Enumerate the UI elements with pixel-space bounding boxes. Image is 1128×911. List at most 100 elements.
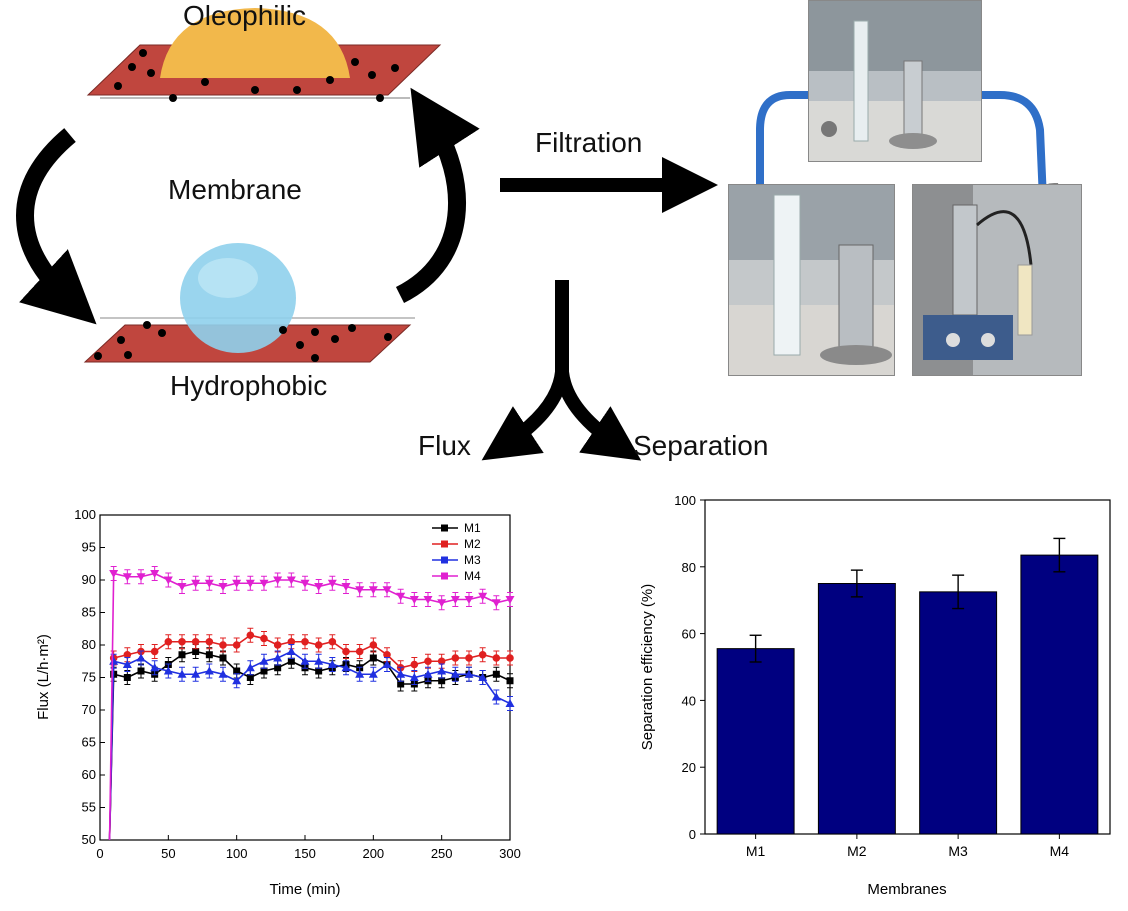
flux-point-M1 <box>260 667 268 675</box>
flux-point-M3 <box>314 656 324 665</box>
fork-arrow-icon <box>481 280 642 461</box>
flux-point-M1 <box>246 674 254 681</box>
flux-x-tick-label: 200 <box>362 846 384 861</box>
flux-point-M2 <box>232 641 241 649</box>
flux-point-M2 <box>287 637 296 646</box>
flux-point-M3 <box>341 663 351 672</box>
flux-point-M1 <box>315 667 323 675</box>
flux-point-M2 <box>246 631 255 640</box>
cycle-arrow-right-icon <box>395 87 480 304</box>
sep-y-tick-label: 40 <box>682 693 696 708</box>
graduated-cylinder-photo-icon <box>729 185 894 375</box>
flux-y-tick-label: 75 <box>82 670 96 685</box>
flux-point-M4 <box>286 576 296 585</box>
flux-point-M3 <box>382 660 392 668</box>
flux-point-M3 <box>177 669 187 678</box>
bar-M2 <box>817 583 896 835</box>
flux-point-M2 <box>383 650 391 659</box>
flux-point-M4 <box>259 579 269 588</box>
sep-y-tick-label: 100 <box>674 493 696 508</box>
flux-point-M2 <box>301 637 309 646</box>
flux-x-tick-label: 300 <box>499 846 521 861</box>
legend-label-M4: M4 <box>464 569 481 583</box>
flux-y-tick-label: 80 <box>82 637 96 652</box>
flux-x-tick-label: 150 <box>294 846 316 861</box>
label-flux: Flux <box>418 430 471 461</box>
flux-point-M4 <box>409 596 419 604</box>
flux-point-M2 <box>424 657 432 666</box>
flux-point-M3 <box>232 676 242 685</box>
flux-point-M4 <box>150 570 160 578</box>
legend-marker-M3 <box>441 556 448 564</box>
flux-point-M1 <box>506 677 514 685</box>
bar-M4 <box>1020 554 1099 835</box>
label-separation: Separation <box>633 430 769 461</box>
flux-point-M3 <box>273 653 283 662</box>
flux-y-tick-label: 85 <box>82 605 96 620</box>
flux-y-tick-label: 90 <box>82 572 96 587</box>
flux-point-M2 <box>191 637 200 646</box>
flux-point-M2 <box>219 641 227 649</box>
flux-y-tick-label: 55 <box>82 800 96 815</box>
sep-y-tick-label: 80 <box>682 560 696 575</box>
flux-point-M2 <box>273 641 282 649</box>
sep-x-tick-label: M3 <box>948 843 968 859</box>
flux-point-M3 <box>450 669 460 678</box>
flux-point-M3 <box>218 669 228 678</box>
flux-point-M2 <box>451 654 460 662</box>
label-hydrophobic: Hydrophobic <box>170 370 328 401</box>
flux-point-M2 <box>150 647 159 656</box>
flux-point-M4 <box>218 583 228 591</box>
flux-point-M1 <box>192 648 200 655</box>
flux-point-M4 <box>245 579 255 588</box>
flux-point-M1 <box>123 674 131 681</box>
flux-point-M3 <box>423 669 433 678</box>
flux-y-tick-label: 95 <box>82 540 96 555</box>
flux-point-M2 <box>355 647 364 656</box>
sep-y-axis-label: Separation efficiency (%) <box>639 584 656 750</box>
flux-point-M3 <box>286 647 296 655</box>
flux-point-M1 <box>219 654 227 662</box>
sep-plot-frame <box>704 499 1111 835</box>
flux-point-M4 <box>505 596 515 604</box>
flux-point-M3 <box>491 692 501 701</box>
flux-x-tick-label: 250 <box>431 846 453 861</box>
flux-point-M3 <box>300 656 310 665</box>
flux-point-M3 <box>204 666 214 675</box>
flux-point-M2 <box>328 637 337 646</box>
flux-y-tick-label: 60 <box>82 767 96 782</box>
legend-marker-M4 <box>441 572 448 580</box>
flux-point-M4 <box>341 583 351 591</box>
flux-x-tick-label: 100 <box>226 846 248 861</box>
legend-marker-M1 <box>441 524 448 532</box>
flux-point-M2 <box>178 637 186 646</box>
flux-point-M4 <box>423 596 433 604</box>
sep-y-tick-label: 20 <box>682 760 696 775</box>
legend-marker-M2 <box>441 540 448 548</box>
flux-point-M2 <box>123 650 132 659</box>
flux-point-M4 <box>355 586 365 595</box>
flux-point-M4 <box>368 586 378 595</box>
flux-series-line-M1 <box>108 650 511 841</box>
flux-point-M1 <box>233 667 241 675</box>
flux-series-line-M4 <box>108 572 511 841</box>
flux-point-M4 <box>204 579 214 588</box>
flux-point-M3 <box>245 663 255 672</box>
flux-y-tick-label: 100 <box>74 507 96 522</box>
flux-point-M3 <box>136 653 146 662</box>
flux-point-M4 <box>273 576 283 585</box>
flux-point-M1 <box>369 654 377 662</box>
flux-point-M3 <box>464 669 474 678</box>
flux-point-M4 <box>478 592 488 601</box>
flux-point-M3 <box>409 673 419 681</box>
flux-point-M3 <box>396 669 406 678</box>
flux-y-tick-label: 65 <box>82 735 96 750</box>
bar-M3 <box>919 591 998 835</box>
flux-point-M4 <box>437 599 447 608</box>
flux-point-M3 <box>109 656 119 665</box>
flux-point-M2 <box>506 654 514 662</box>
flux-point-M3 <box>327 660 337 668</box>
flux-point-M1 <box>137 667 145 675</box>
